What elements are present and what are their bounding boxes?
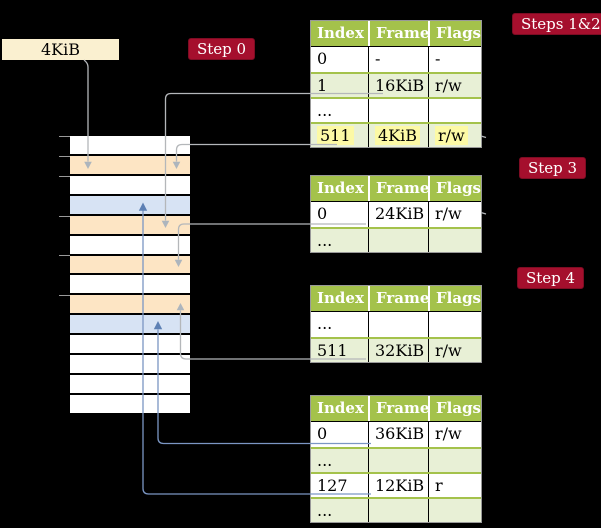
cell-frame: 24KiB	[368, 202, 428, 227]
cell-frame	[368, 312, 428, 337]
tick-mark	[59, 295, 70, 296]
header-cell-flags: Flags	[428, 176, 481, 201]
memory-row-free	[70, 335, 190, 354]
badge-step-3: Step 3	[519, 157, 587, 179]
memory-row-pagetable	[70, 255, 190, 274]
table-row: 1 16KiB r/w	[311, 72, 481, 97]
tick-mark	[59, 156, 70, 157]
badge-step-4: Step 4	[517, 267, 585, 289]
cell-frame: -	[368, 47, 428, 72]
memory-row-free	[70, 394, 190, 413]
table-row: ...	[311, 312, 481, 337]
header-cell-index: Index	[317, 289, 364, 307]
page-table-3: Index Frame Flags ... 511 32KiB r/w	[310, 285, 482, 363]
table-row: 511 32KiB r/w	[311, 337, 481, 362]
header-cell-frame: Frame	[368, 21, 428, 46]
page-table-4: Index Frame Flags 0 36KiB r/w ... 127 12…	[310, 395, 482, 523]
cell-index: 511	[317, 341, 348, 360]
cell-flags: r/w	[428, 74, 481, 97]
highlighted-value: r/w	[435, 126, 468, 145]
table-row: 0 24KiB r/w	[311, 202, 481, 227]
table-row: 127 12KiB r	[311, 472, 481, 497]
memory-row-mapped	[70, 315, 190, 334]
header-cell-flags: Flags	[428, 286, 481, 311]
cell-frame: 16KiB	[368, 74, 428, 97]
cell-flags: r/w	[428, 422, 481, 447]
tick-mark	[59, 216, 70, 217]
table-header-row: Index Frame Flags	[311, 286, 481, 312]
cell-index: 511	[311, 124, 368, 147]
tick-mark	[59, 136, 70, 137]
cell-frame	[368, 99, 428, 122]
physical-memory-stack	[70, 136, 190, 413]
cell-index: ...	[317, 501, 333, 520]
header-cell-flags: Flags	[428, 396, 481, 421]
header-cell-index: Index	[317, 179, 364, 197]
memory-row-free	[70, 355, 190, 374]
table-row: ...	[311, 447, 481, 472]
cell-flags: -	[428, 47, 481, 72]
memory-row-free	[70, 136, 190, 154]
tick-mark	[59, 255, 70, 256]
cell-index: ...	[317, 314, 333, 333]
memory-row-free	[70, 235, 190, 254]
header-cell-index: Index	[317, 399, 364, 417]
header-cell-frame: Frame	[368, 396, 428, 421]
header-cell-frame: Frame	[368, 176, 428, 201]
cell-flags: r	[428, 474, 481, 497]
page-table-2: Index Frame Flags 0 24KiB r/w ...	[310, 175, 482, 253]
badge-step-0: Step 0	[188, 38, 256, 60]
cell-index: 1	[317, 76, 328, 95]
cell-index: 0	[317, 424, 328, 443]
page-table-1: Index Frame Flags 0 - - 1 16KiB r/w ... …	[310, 20, 482, 148]
memory-row-pagetable	[70, 155, 190, 174]
highlighted-value: 511	[317, 126, 354, 145]
table-row: ...	[311, 227, 481, 252]
cell-index: 127	[317, 476, 348, 495]
tick-mark	[59, 176, 70, 177]
table-row: ...	[311, 497, 481, 522]
cell-index: ...	[317, 451, 333, 470]
header-cell-index: Index	[317, 24, 364, 42]
cell-index: ...	[317, 101, 333, 120]
badge-steps-1-2: Steps 1&2	[512, 13, 601, 35]
cell-flags: r/w	[428, 124, 481, 147]
header-cell-flags: Flags	[428, 21, 481, 46]
cell-index: 0	[317, 204, 328, 223]
header-cell-frame: Frame	[368, 286, 428, 311]
cell-frame: 36KiB	[368, 422, 428, 447]
cell-frame	[368, 229, 428, 252]
cell-frame	[368, 449, 428, 472]
table-header-row: Index Frame Flags	[311, 176, 481, 202]
table-row: ...	[311, 97, 481, 122]
memory-row-pagetable	[70, 215, 190, 234]
memory-row-free	[70, 375, 190, 393]
cell-flags	[428, 499, 481, 522]
memory-row-free	[70, 275, 190, 294]
frame-size-box: 4KiB	[2, 39, 119, 60]
cell-flags: r/w	[428, 202, 481, 227]
cell-frame	[368, 499, 428, 522]
cell-frame: 4KiB	[368, 124, 428, 147]
cell-flags	[428, 449, 481, 472]
cell-index: 0	[317, 49, 328, 68]
cell-frame: 32KiB	[368, 339, 428, 362]
table-header-row: Index Frame Flags	[311, 21, 481, 47]
table-row: 0 36KiB r/w	[311, 422, 481, 447]
table-row-highlighted: 511 4KiB r/w	[311, 122, 481, 147]
cell-flags	[428, 312, 481, 337]
table-header-row: Index Frame Flags	[311, 396, 481, 422]
memory-row-pagetable	[70, 295, 190, 314]
table-row: 0 - -	[311, 47, 481, 72]
cell-flags: r/w	[428, 339, 481, 362]
memory-row-mapped	[70, 195, 190, 214]
memory-row-free	[70, 175, 190, 194]
cell-frame: 12KiB	[368, 474, 428, 497]
cell-index: ...	[317, 231, 333, 250]
cell-flags	[428, 99, 481, 122]
cell-flags	[428, 229, 481, 252]
highlighted-value: 4KiB	[375, 126, 421, 145]
